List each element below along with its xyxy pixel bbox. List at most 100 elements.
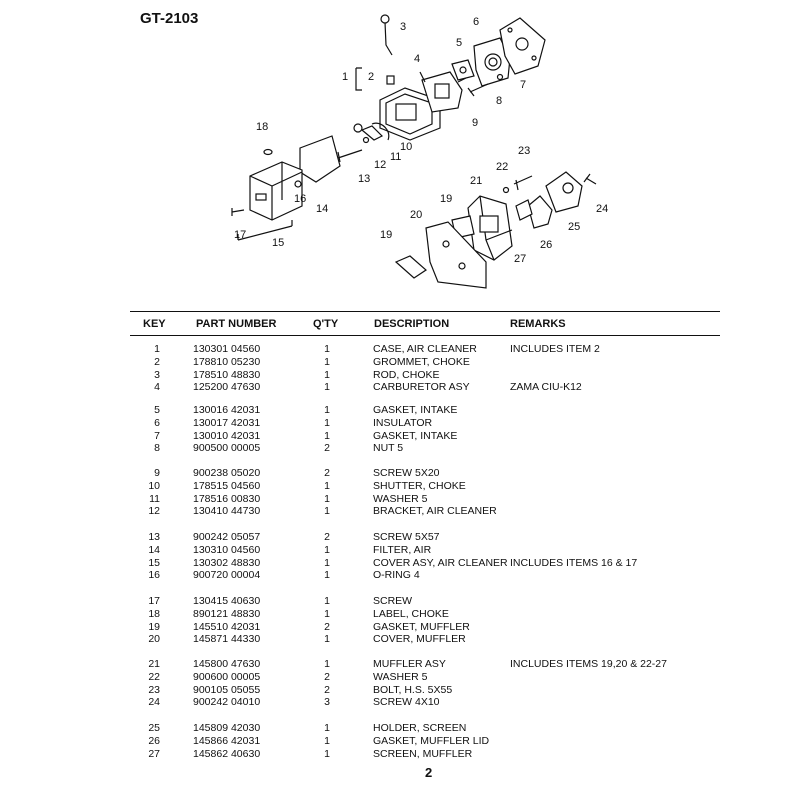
row-qty: 1	[324, 416, 330, 429]
row-key: 6	[154, 416, 160, 429]
row-part-number: 130310 04560	[193, 543, 261, 556]
row-remarks: ZAMA CIU-K12	[510, 381, 582, 394]
row-description: CASE, AIR CLEANER	[373, 343, 477, 355]
row-key: 21	[148, 658, 160, 670]
row-description: WASHER 5	[373, 670, 428, 683]
row-description: SCREW 5X57	[373, 531, 440, 543]
row-key: 19	[148, 620, 160, 633]
row-key: 22	[148, 670, 160, 683]
row-part-number: 130410 44730	[193, 505, 261, 518]
row-qty: 1	[324, 381, 330, 394]
row-description: GASKET, INTAKE	[373, 404, 458, 416]
row-description: GASKET, MUFFLER LID	[373, 734, 490, 747]
row-part-number: 130017 42031	[193, 416, 261, 429]
row-qty: 2	[324, 683, 330, 696]
callout-13: 13	[358, 173, 370, 185]
table-row: 6 130017 42031 1 INSULATOR	[0, 417, 800, 430]
row-key: 24	[148, 696, 160, 709]
callout-11: 11	[390, 151, 401, 163]
row-key: 26	[148, 734, 160, 747]
row-qty: 2	[324, 670, 330, 683]
row-qty: 1	[324, 569, 330, 582]
row-part-number: 145510 42031	[193, 620, 261, 633]
row-qty: 2	[324, 467, 330, 479]
row-key: 15	[148, 556, 160, 569]
row-description: FILTER, AIR	[373, 543, 432, 556]
callout-19-lower: 19	[380, 229, 392, 241]
row-part-number: 890121 48830	[193, 607, 261, 620]
row-key: 14	[148, 543, 160, 556]
diagram-callouts: 3 2 1 4 5 6 7 8 9 10 11 12 13 14 15 16 1…	[234, 16, 608, 265]
row-description: MUFFLER ASY	[373, 658, 446, 670]
model-number: GT-2103	[140, 10, 199, 27]
table-row: 22 900600 00005 2 WASHER 5	[0, 671, 800, 684]
row-description: LABEL, CHOKE	[373, 607, 449, 620]
row-key: 8	[154, 442, 160, 455]
row-key: 25	[148, 722, 160, 734]
row-part-number: 130016 42031	[193, 404, 261, 416]
row-part-number: 900238 05020	[193, 467, 261, 479]
row-key: 12	[148, 505, 160, 518]
row-qty: 1	[324, 747, 330, 760]
callout-10: 10	[400, 141, 412, 153]
table-top-rule	[130, 311, 720, 312]
row-part-number: 900600 00005	[193, 670, 261, 683]
row-description: CARBURETOR ASY	[373, 381, 470, 394]
row-part-number: 900105 05055	[193, 683, 261, 696]
row-qty: 1	[324, 343, 330, 355]
row-qty: 3	[324, 696, 330, 709]
row-qty: 1	[324, 556, 330, 569]
row-part-number: 145809 42030	[193, 722, 261, 734]
header-key: KEY	[143, 318, 166, 330]
row-description: SCREW 5X20	[373, 467, 440, 479]
row-description: WASHER 5	[373, 492, 428, 505]
row-part-number: 178810 05230	[193, 355, 261, 368]
row-part-number: 130010 42031	[193, 429, 261, 442]
row-qty: 1	[324, 492, 330, 505]
row-key: 3	[154, 368, 160, 381]
row-qty: 1	[324, 404, 330, 416]
row-qty: 1	[324, 633, 330, 646]
header-part-number: PART NUMBER	[196, 318, 277, 330]
header-remarks: REMARKS	[510, 318, 566, 330]
row-description: GASKET, MUFFLER	[373, 620, 470, 633]
row-description: GASKET, INTAKE	[373, 429, 458, 442]
row-qty: 1	[324, 505, 330, 518]
callout-6: 6	[473, 16, 479, 28]
callout-2: 2	[368, 71, 374, 83]
row-qty: 1	[324, 722, 330, 734]
callout-3: 3	[400, 21, 406, 33]
callout-22: 22	[496, 161, 508, 173]
row-description: O-RING 4	[373, 569, 420, 582]
callout-8: 8	[496, 95, 502, 107]
header-qty: Q'TY	[313, 318, 339, 330]
row-description: SHUTTER, CHOKE	[373, 479, 466, 492]
row-description: INSULATOR	[373, 416, 433, 429]
row-key: 23	[148, 683, 160, 696]
callout-7: 7	[520, 79, 526, 91]
row-key: 13	[148, 531, 160, 543]
page-number: 2	[425, 765, 433, 780]
row-part-number: 130415 40630	[193, 595, 261, 607]
row-part-number: 125200 47630	[193, 381, 261, 394]
row-remarks: INCLUDES ITEMS 19,20 & 22-27	[510, 658, 667, 670]
header-description: DESCRIPTION	[374, 318, 450, 330]
row-key: 16	[148, 569, 160, 582]
row-part-number: 130301 04560	[193, 343, 261, 355]
row-description: NUT 5	[373, 442, 404, 455]
row-qty: 1	[324, 734, 330, 747]
row-qty: 1	[324, 607, 330, 620]
row-key: 10	[148, 479, 160, 492]
